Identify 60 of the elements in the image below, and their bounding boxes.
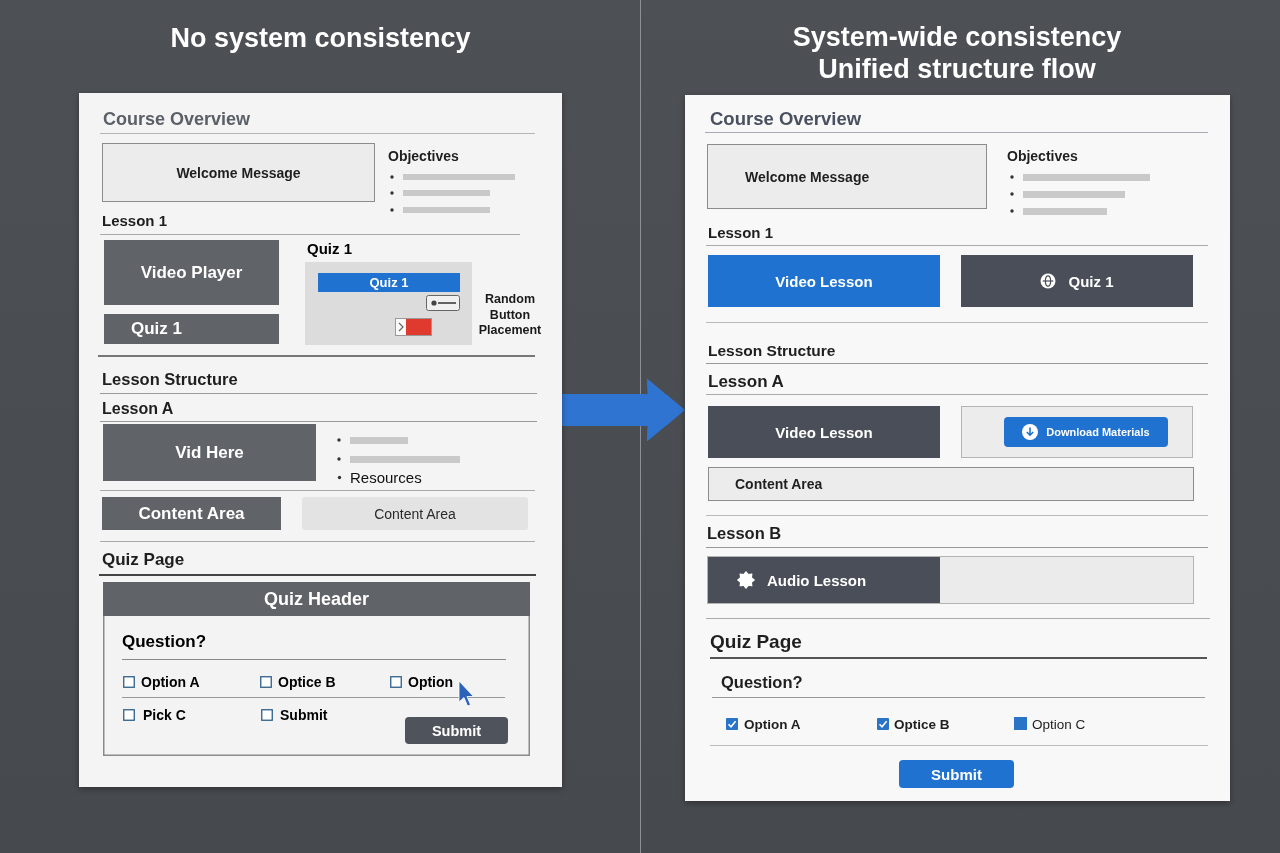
list-heading: Objectives [388,147,459,165]
annotation-text: Random Button Placement [477,292,543,339]
quiz-bar [104,314,279,344]
tile-label: Video Lesson [775,272,873,290]
arrow [562,378,685,442]
video-area [104,240,279,305]
bar-label: Quiz 1 [369,275,409,290]
block-label: Content Area [138,503,245,524]
section-heading: Lesson Structure [708,340,836,360]
content-block [102,497,281,530]
panel-heading: System-wide consistency Unified structure flow [791,21,1123,85]
quiz-card [103,582,530,756]
block-label: Welcome Message [745,168,870,185]
section-heading: Quiz 1 [307,238,352,258]
block-label: Content Area [735,476,823,492]
option-text: Submit [280,706,328,724]
tile-label: Audio Lesson [767,571,867,589]
block-label: Video Player [140,262,243,283]
tile-label: Video Lesson [775,423,873,441]
section-heading: Lesson 1 [708,222,774,242]
option-text: Option [408,673,454,691]
download-button: Download Materials [1004,417,1168,447]
block-label: Content Area [374,505,456,522]
section-heading: Lesson Structure [102,368,238,390]
video-area [103,424,316,481]
materials-panel [961,406,1193,458]
section-heading: Quiz Page [710,630,802,654]
quiz-title-bar [318,273,460,292]
option-text: Pick C [143,706,186,724]
option-text: Option A [744,715,801,733]
option-text: Optice B [894,715,950,733]
option-text: Option C [1032,715,1086,733]
block-label: Vid Here [175,442,244,463]
option-text: Option A [141,673,200,691]
submit-button: Submit [899,760,1014,788]
option-text: Optice B [278,673,336,691]
list-item-text: Resources [350,467,422,487]
audio-lesson-tile [707,556,1194,604]
section-heading: Lesson 1 [102,210,168,230]
message-block [102,143,375,202]
quiz-tile [961,255,1193,307]
card-header: Quiz Header [103,582,530,616]
bar-label: Quiz 1 [131,319,182,339]
section-heading: Lesson A [102,399,174,419]
video-lesson-tile [708,255,940,307]
tile-label: Quiz 1 [1068,272,1114,290]
message-block [707,144,987,209]
question-text: Question? [721,671,803,693]
list-heading: Objectives [1007,147,1078,165]
content-block [708,467,1194,501]
video-lesson-tile [708,406,940,458]
question-text: Question? [122,630,207,652]
page-title: Course Overview [710,106,862,130]
section-heading: Quiz Page [102,548,185,570]
section-heading: Lesson A [708,370,784,392]
section-heading: Lesson B [707,522,782,544]
page-title: Course Overview [103,107,251,131]
submit-button: Submit [405,717,508,744]
panel-heading: No system consistency [169,22,472,54]
block-label: Welcome Message [176,164,301,181]
